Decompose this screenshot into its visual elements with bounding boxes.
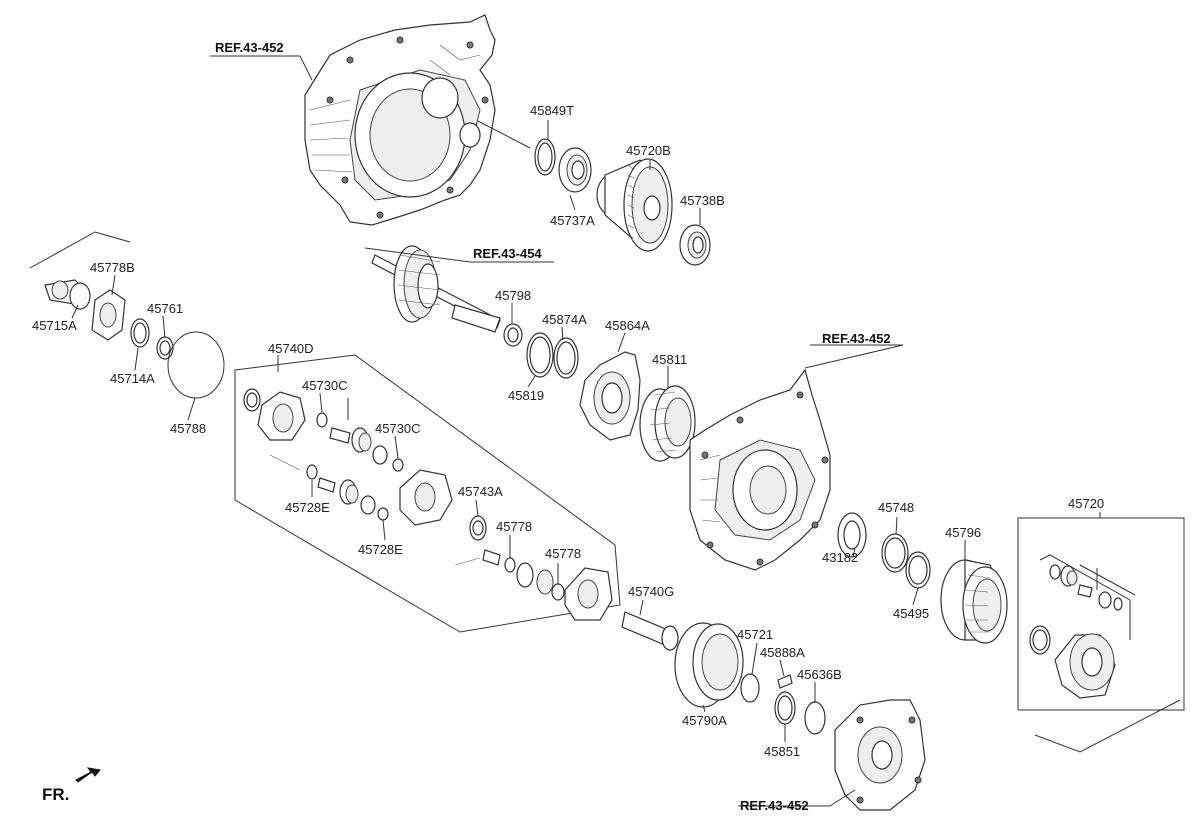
- bottom-right-bracket: [1034, 699, 1181, 753]
- ring-45495: [905, 551, 931, 589]
- cover-43182: [837, 512, 867, 558]
- planetary-parts: [243, 388, 613, 621]
- part-label-45636b: 45636B: [797, 667, 842, 682]
- part-label-45796: 45796: [945, 525, 981, 540]
- shaft-45715a: [44, 279, 91, 310]
- seal-45849t: [534, 138, 556, 176]
- part-label-45888a: 45888A: [760, 645, 805, 660]
- part-label-45740g: 45740G: [628, 584, 674, 599]
- part-label-45730c-2: 45730C: [375, 421, 421, 436]
- part-label-45849t: 45849T: [530, 103, 574, 118]
- transmission-case-top: [304, 14, 496, 226]
- leader-lines: [71, 55, 1101, 807]
- part-label-45720b: 45720B: [626, 143, 671, 158]
- pin-45888a: [777, 674, 793, 689]
- part-label-43182: 43182: [822, 550, 858, 565]
- part-label-45740d: 45740D: [268, 341, 314, 356]
- ring-45798: [503, 323, 523, 347]
- front-direction-arrow: [75, 767, 101, 783]
- ring-45721: [740, 673, 760, 703]
- part-label-45738b: 45738B: [680, 193, 725, 208]
- part-label-45778-1: 45778: [496, 519, 532, 534]
- differential-gear-45720b: [596, 158, 673, 252]
- ring-45874a: [553, 337, 579, 379]
- transmission-case-middle: [689, 368, 831, 571]
- ring-gear-45790a: [674, 622, 744, 708]
- part-label-45743a: 45743A: [458, 484, 503, 499]
- part-label-45715a: 45715A: [32, 318, 77, 333]
- part-label-45851: 45851: [764, 744, 800, 759]
- part-label-45874a: 45874A: [542, 312, 587, 327]
- part-label-45714a: 45714A: [110, 371, 155, 386]
- ref-label-mid: REF.43-452: [822, 331, 891, 346]
- part-label-45790a: 45790A: [682, 713, 727, 728]
- part-label-45721: 45721: [737, 627, 773, 642]
- ring-45819: [526, 332, 554, 378]
- part-label-45778-2: 45778: [545, 546, 581, 561]
- part-label-45761: 45761: [147, 301, 183, 316]
- seal-45851: [774, 691, 796, 725]
- planetary-45720-parts: [1029, 564, 1123, 699]
- part-label-45819: 45819: [508, 388, 544, 403]
- washer-45761: [156, 336, 174, 360]
- shaft-45740g: [621, 611, 679, 651]
- part-label-45720: 45720: [1068, 496, 1104, 511]
- part-label-45778b: 45778B: [90, 260, 135, 275]
- ref-label-shaft: REF.43-454: [473, 246, 542, 261]
- part-label-45811: 45811: [652, 352, 687, 367]
- part-label-45728e-2: 45728E: [358, 542, 403, 557]
- gear-45811: [639, 385, 696, 462]
- drum-45796: [940, 559, 1008, 644]
- plate-45864a: [579, 351, 641, 441]
- part-label-45864a: 45864A: [605, 318, 650, 333]
- cover-45778b: [91, 289, 126, 341]
- part-label-45798: 45798: [495, 288, 531, 303]
- part-label-45728e-1: 45728E: [285, 500, 330, 515]
- ref-label-bottom: REF.43-452: [740, 798, 809, 813]
- bearing-45738b: [679, 224, 711, 266]
- ref-label-top: REF.43-452: [215, 40, 284, 55]
- bearing-45737a: [558, 147, 592, 193]
- part-label-45737a: 45737A: [550, 213, 595, 228]
- snap-ring-45788: [167, 331, 225, 399]
- subassembly-frame-45720: [1017, 517, 1185, 711]
- ring-45714a: [130, 318, 150, 348]
- part-label-45495: 45495: [893, 606, 929, 621]
- labels: REF.43-452 REF.43-454 REF.43-452 REF.43-…: [32, 40, 1104, 813]
- left-group-bracket: [29, 231, 131, 269]
- oring-45636b: [804, 701, 826, 735]
- subassembly-frame-45740d: [234, 354, 621, 633]
- part-label-45748: 45748: [878, 500, 914, 515]
- part-label-45730c-1: 45730C: [302, 378, 348, 393]
- front-label: FR.: [42, 785, 69, 804]
- cover-bottom: [834, 699, 926, 811]
- ring-45748: [881, 533, 909, 573]
- input-shaft-assembly: [371, 245, 501, 333]
- part-label-45788: 45788: [170, 421, 206, 436]
